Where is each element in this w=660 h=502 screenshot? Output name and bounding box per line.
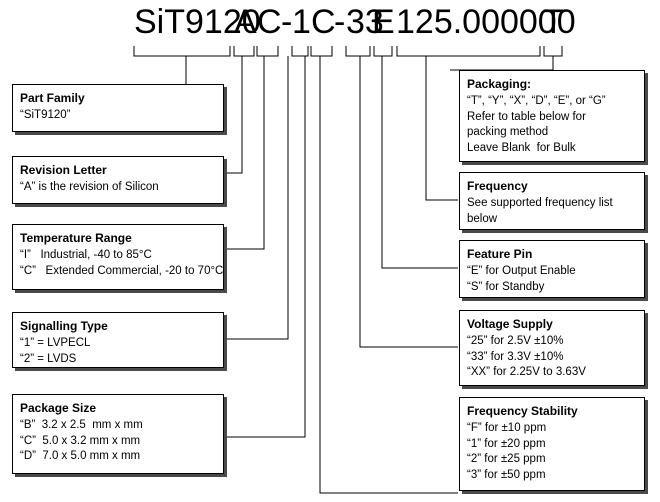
frequency-stability-line: “2” for ±25 ppm — [467, 453, 546, 465]
temperature-range-box: Temperature Range “I” Industrial, -40 to… — [12, 224, 224, 290]
part-number-code: SiT9120 A C - 1 C - 33 E 125.000000 T — [0, 0, 660, 60]
signalling-type-line: “2” = LVDS — [20, 352, 77, 365]
voltage-supply-line: “25” for 2.5V ±10% — [467, 335, 564, 347]
package-size-line: “C” 5.0 x 3.2 mm x mm — [20, 434, 141, 447]
revision-letter-title: Revision Letter — [20, 163, 107, 177]
frequency-line: See supported frequency list — [467, 197, 613, 209]
seg-voltage: 33 — [346, 3, 384, 41]
seg-dash-2: - — [334, 3, 346, 41]
bracket-revision — [233, 46, 255, 57]
connector-packaging — [450, 56, 554, 71]
seg-dash-1: - — [281, 3, 293, 41]
package-size-line: “B” 3.2 x 2.5 mm x mm — [20, 419, 143, 431]
revision-letter-box: Revision Letter “A” is the revision of S… — [12, 156, 224, 204]
temperature-range-line: “C” Extended Commercial, -20 to 70°C — [20, 264, 224, 277]
seg-packaging: T — [543, 3, 564, 41]
frequency-line: below — [467, 212, 498, 225]
bracket-frequency — [396, 46, 541, 57]
part-family-box: Part Family “SiT9120” — [12, 84, 224, 132]
bracket-packaging — [543, 46, 563, 57]
packaging-box: Packaging: “T”, “Y”, “X”, “D”, “E”, or “… — [459, 70, 645, 162]
packaging-title: Packaging: — [467, 77, 532, 91]
bracket-part-family — [133, 46, 231, 57]
frequency-stability-line: “3” for ±50 ppm — [467, 468, 546, 481]
frequency-box: Frequency See supported frequency list b… — [459, 172, 645, 230]
connector-stability — [319, 56, 458, 494]
feature-pin-line: “E” for Output Enable — [467, 265, 576, 277]
connector-revision — [225, 56, 243, 174]
signalling-type-title: Signalling Type — [20, 319, 108, 333]
seg-family: SiT9120 — [134, 3, 261, 41]
revision-letter-line: “A” is the revision of Silicon — [20, 181, 159, 193]
seg-feature: E — [372, 3, 395, 41]
package-size-box: Package Size “B” 3.2 x 2.5 mm x mm “C” 5… — [12, 394, 224, 474]
connector-package — [225, 56, 306, 438]
connector-feature — [381, 56, 458, 269]
seg-frequency: 125.000000 — [396, 3, 576, 41]
feature-pin-line: “S” for Standby — [467, 280, 545, 293]
bracket-signalling — [291, 46, 309, 57]
signalling-type-box: Signalling Type “1” = LVPECL “2” = LVDS — [12, 312, 224, 368]
frequency-stability-line: “1” for ±20 ppm — [467, 437, 546, 450]
seg-temp: C — [257, 3, 282, 41]
frequency-stability-box: Frequency Stability “F” for ±10 ppm “1” … — [459, 397, 645, 491]
seg-revision: A — [234, 3, 257, 41]
bracket-feature — [373, 46, 393, 57]
connector-voltage — [359, 56, 458, 348]
bracket-voltage — [345, 46, 371, 57]
signalling-type-line: “1” = LVPECL — [20, 337, 91, 349]
frequency-title: Frequency — [467, 179, 528, 193]
packaging-line: Refer to table below for — [467, 110, 586, 123]
connector-temp — [225, 56, 265, 250]
part-family-title: Part Family — [20, 91, 85, 105]
temperature-range-line: “I” Industrial, -40 to 85°C — [20, 249, 152, 261]
voltage-supply-box: Voltage Supply “25” for 2.5V ±10% “33” f… — [459, 310, 645, 386]
temperature-range-title: Temperature Range — [20, 231, 132, 245]
feature-pin-box: Feature Pin “E” for Output Enable “S” fo… — [459, 240, 645, 298]
connector-frequency — [425, 56, 458, 201]
frequency-stability-title: Frequency Stability — [467, 404, 578, 418]
packaging-line: packing method — [467, 126, 549, 138]
voltage-supply-title: Voltage Supply — [467, 317, 553, 331]
voltage-supply-line: “33” for 3.3V ±10% — [467, 350, 564, 363]
packaging-line: “T”, “Y”, “X”, “D”, “E”, or “G” — [467, 95, 606, 107]
frequency-stability-line: “F” for ±10 ppm — [467, 422, 547, 434]
part-family-line: “SiT9120” — [20, 109, 71, 121]
voltage-supply-line: “XX” for 2.25V to 3.63V — [467, 366, 586, 378]
feature-pin-title: Feature Pin — [467, 247, 533, 261]
package-size-title: Package Size — [20, 401, 97, 415]
seg-signalling: 1 — [292, 3, 311, 41]
package-size-line: “D” 7.0 x 5.0 mm x mm — [20, 450, 141, 462]
bracket-package — [310, 46, 333, 57]
connector-signalling — [225, 56, 289, 340]
bracket-temp — [256, 46, 279, 57]
packaging-line: Leave Blank for Bulk — [467, 141, 576, 154]
seg-package: C — [311, 3, 336, 41]
